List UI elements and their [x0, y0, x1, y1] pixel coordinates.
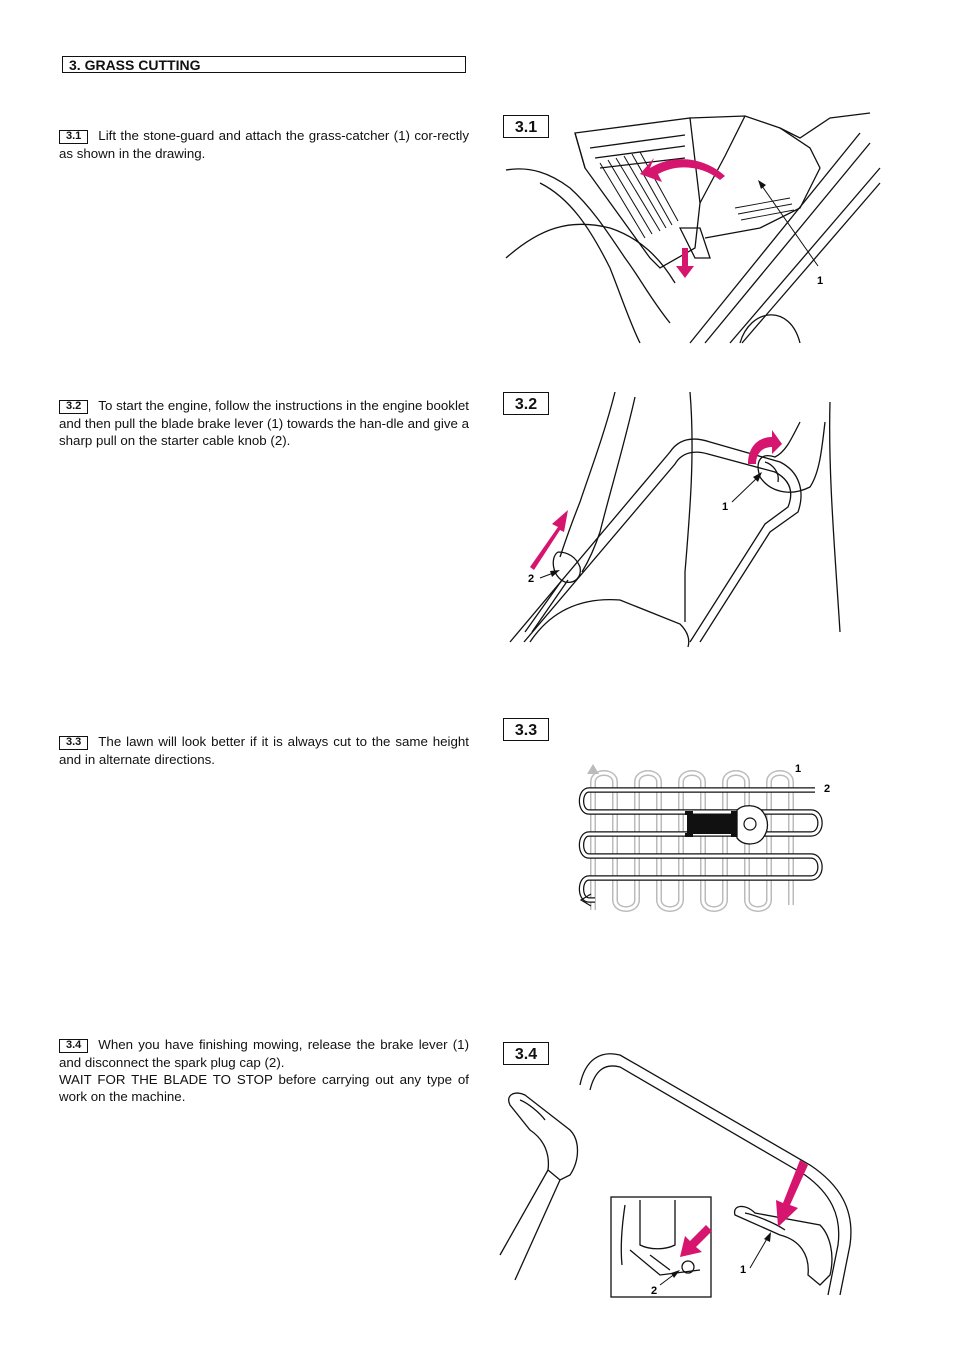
step-tag: 3.1: [59, 130, 89, 144]
callout-2: 2: [528, 573, 534, 585]
figure-3-3-illustration: 1 2: [578, 763, 830, 912]
figure-3-1-illustration: 1: [505, 112, 881, 344]
step-body: To start the engine, follow the instruct…: [59, 398, 469, 448]
callout-1: 1: [817, 275, 823, 287]
figure-label-3-4: 3.4: [503, 1042, 549, 1065]
lift-arrow-icon: [640, 158, 725, 278]
callout-1: 1: [795, 763, 801, 775]
release-arrow-icon: [680, 1160, 808, 1257]
step-tag: 3.2: [59, 400, 89, 414]
figure-3-4-illustration: 1 2: [499, 1053, 852, 1298]
figure-label-3-1: 3.1: [503, 115, 549, 138]
callout-1: 1: [740, 1264, 746, 1276]
figure-label-3-2: 3.2: [503, 392, 549, 415]
step-tag: 3.4: [59, 1039, 89, 1053]
step-body: Lift the stone-guard and attach the gras…: [59, 128, 469, 161]
mower-icon: [685, 805, 769, 845]
callout-1: 1: [722, 501, 728, 513]
figure-3-2-illustration: 1 2: [509, 391, 841, 648]
figure-label-3-3: 3.3: [503, 718, 549, 741]
callout-2: 2: [651, 1285, 657, 1297]
pull-arrow-icon: [530, 430, 782, 570]
step-body: When you have finishing mowing, release …: [59, 1037, 469, 1070]
step-warning: WAIT FOR THE BLADE TO STOP before carryi…: [59, 1072, 469, 1104]
callout-2: 2: [824, 783, 830, 795]
step-tag: 3.3: [59, 736, 89, 750]
section-title: 3. GRASS CUTTING: [62, 56, 466, 73]
step-body: The lawn will look better if it is alway…: [59, 734, 469, 767]
